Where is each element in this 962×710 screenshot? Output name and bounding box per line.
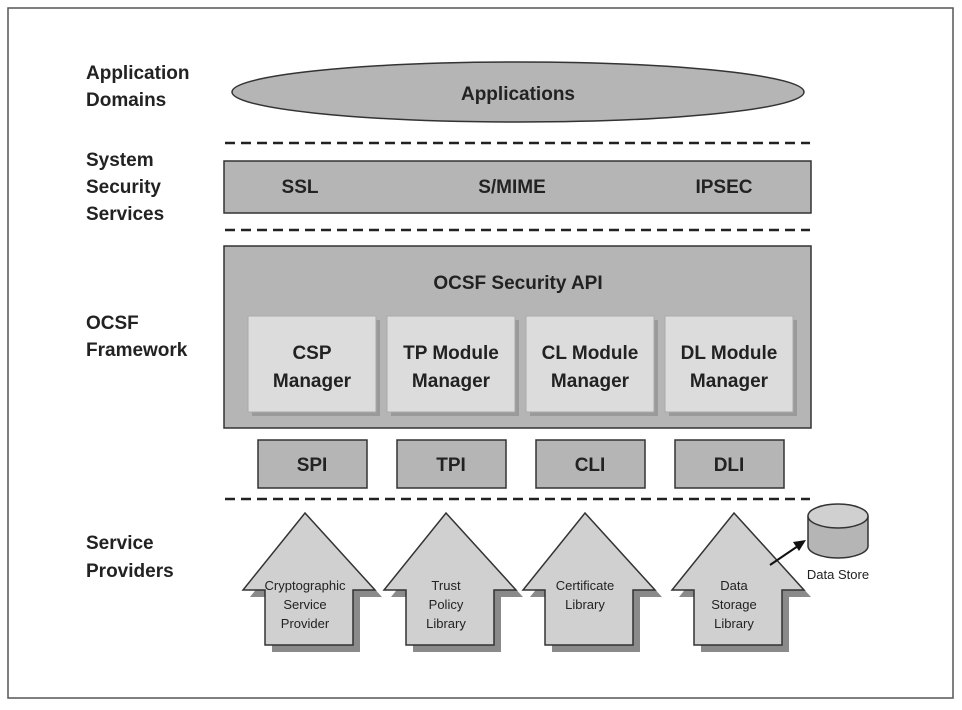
data-store-arrow-line: [769, 545, 799, 566]
service-ssl: SSL: [282, 177, 319, 198]
service-ipsec: IPSEC: [695, 177, 752, 198]
data-store-cylinder: [807, 503, 869, 559]
provider-data-storage-line3: Library: [714, 616, 754, 631]
label-system-security-2: Security: [86, 177, 161, 198]
provider-trust-line2: Policy: [429, 597, 464, 612]
provider-certificate-line2: Library: [565, 597, 605, 612]
manager-tp-line2: Manager: [412, 371, 491, 392]
interface-dli: DLI: [714, 455, 745, 476]
interface-tpi-box: [396, 439, 507, 489]
interface-dli-box: [674, 439, 785, 489]
provider-data-storage: Data Storage Library: [670, 511, 811, 652]
provider-certificate: Certificate Library: [521, 511, 662, 652]
manager-tp: TP Module Manager: [386, 315, 519, 416]
label-service-providers-2: Providers: [86, 561, 174, 582]
manager-tp-line1: TP Module: [403, 343, 499, 364]
service-smime: S/MIME: [478, 177, 546, 198]
data-store-label: Data Store: [807, 567, 869, 582]
provider-data-storage-line1: Data: [720, 578, 748, 593]
framework-title: OCSF Security API: [433, 273, 602, 294]
interface-cli: CLI: [575, 455, 606, 476]
provider-csp-line1: Cryptographic: [265, 578, 346, 593]
manager-csp: CSP Manager: [247, 315, 380, 416]
data-store-arrowhead: [793, 540, 806, 551]
interface-spi: SPI: [297, 455, 328, 476]
manager-csp-line2: Manager: [273, 371, 352, 392]
diagram-frame: [7, 7, 954, 699]
label-application-domains-2: Domains: [86, 90, 166, 111]
security-services-bar: [223, 160, 812, 214]
manager-cl-line2: Manager: [551, 371, 630, 392]
manager-dl-line2: Manager: [690, 371, 769, 392]
label-system-security-1: System: [86, 150, 154, 171]
applications-ellipse: [231, 61, 805, 123]
manager-dl: DL Module Manager: [664, 315, 797, 416]
provider-trust-line3: Library: [426, 616, 466, 631]
manager-dl-line1: DL Module: [681, 343, 778, 364]
provider-csp-line2: Service: [283, 597, 326, 612]
provider-csp-line3: Provider: [281, 616, 330, 631]
label-system-security-3: Services: [86, 204, 164, 225]
applications-label: Applications: [461, 84, 575, 105]
label-ocsf-framework-2: Framework: [86, 340, 188, 361]
provider-certificate-line1: Certificate: [556, 578, 615, 593]
manager-cl-line1: CL Module: [542, 343, 639, 364]
provider-trust-line1: Trust: [431, 578, 461, 593]
provider-data-storage-line2: Storage: [711, 597, 757, 612]
label-ocsf-framework-1: OCSF: [86, 313, 139, 334]
provider-trust: Trust Policy Library: [382, 511, 523, 652]
interface-tpi: TPI: [436, 455, 466, 476]
manager-csp-line1: CSP: [292, 343, 331, 364]
interface-cli-box: [535, 439, 646, 489]
interface-spi-box: [257, 439, 368, 489]
label-application-domains-1: Application: [86, 63, 189, 84]
manager-cl: CL Module Manager: [525, 315, 658, 416]
provider-csp: Cryptographic Service Provider: [241, 511, 382, 652]
label-service-providers-1: Service: [86, 533, 154, 554]
